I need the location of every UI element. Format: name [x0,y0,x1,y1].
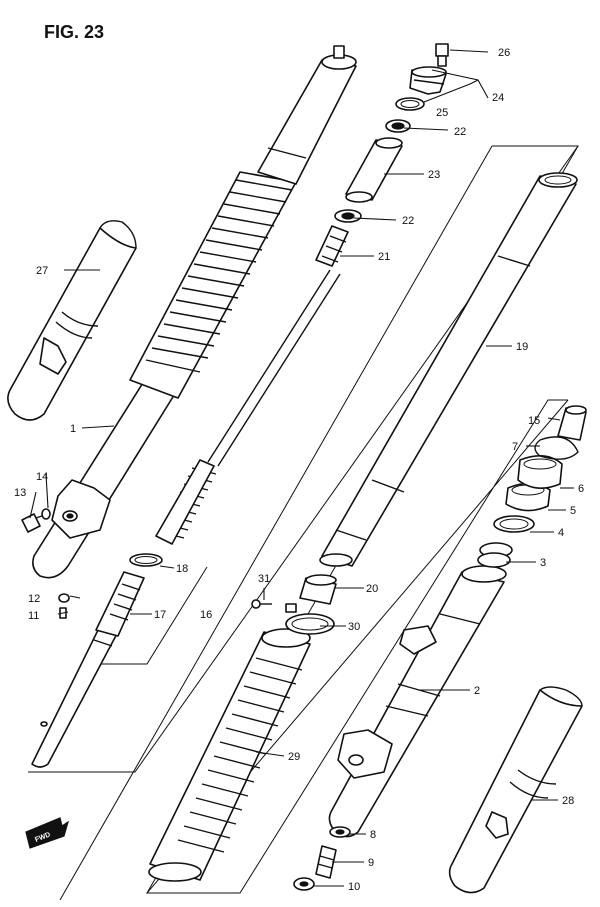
callout-4: 4 [558,527,564,539]
callout-17: 17 [154,609,166,621]
callout-3: 3 [540,557,546,569]
callout-9: 9 [368,857,374,869]
part-10-washer [293,877,315,891]
callout-26: 26 [498,47,510,59]
part-7-snap-ring [534,436,579,460]
callout-16: 16 [200,609,212,621]
callout-10: 10 [348,881,360,893]
figure-title: FIG. 23 [44,22,104,42]
callout-27: 27 [36,265,48,277]
callout-24: 24 [492,92,504,104]
fork-spring [155,269,341,545]
part-18-piston-ring [129,553,163,567]
part-29-boot-ribs [177,657,303,853]
part-16-damper-rod [31,621,121,768]
part-23-spacer-tube [345,137,403,203]
callout-15: 15 [528,415,540,427]
part-3-bushing [477,542,513,568]
fork-spring-coils [155,459,217,545]
part-27-fork-cover-left [7,220,137,421]
part-24-cap-bolt [409,66,447,95]
callout-12: 12 [28,593,40,605]
part-31-clamp-screw [251,599,272,609]
part-15-cap [557,405,587,441]
leader-lines [29,49,574,887]
callout-23: 23 [428,169,440,181]
part-1-outer-tube-left [32,45,357,579]
callout-25: 25 [436,107,448,119]
part-14-washer [41,508,51,520]
part-26-air-valve [435,43,449,67]
callout-20: 20 [366,583,378,595]
part-6-dust-seal [517,455,563,489]
callout-numbers: 26 24 25 22 23 22 21 19 27 1 14 13 18 17… [14,47,584,893]
part-25-o-ring [395,97,425,111]
callout-11: 11 [28,610,39,622]
callout-2: 2 [474,685,480,697]
callout-21: 21 [378,251,390,263]
forward-arrow-icon: FWD [25,817,70,849]
callout-19: 19 [516,341,528,353]
part-22-washer-lower [334,209,362,223]
callout-8: 8 [370,829,376,841]
callout-7: 7 [512,441,518,453]
callout-13: 13 [14,487,26,499]
callout-31: 31 [258,573,270,585]
callout-22-lower: 22 [402,215,414,227]
part-1-boot-ribs [145,179,293,373]
callout-5: 5 [570,505,576,517]
callout-1: 1 [70,423,76,435]
callout-14: 14 [36,471,48,483]
part-21-spring-spacer [315,225,349,267]
part-30-boot-clamp [285,603,335,635]
callout-22-upper: 22 [454,126,466,138]
part-29-fork-boot [148,628,311,882]
part-28-fork-cover-right [448,686,583,894]
part-20-bushing [299,574,337,605]
part-17-rebound-spring [95,571,145,637]
callout-30: 30 [348,621,360,633]
part-4-spacer-ring [493,515,535,533]
part-8-gasket [329,826,351,838]
callout-28: 28 [562,795,574,807]
callout-6: 6 [578,483,584,495]
part-2-outer-tube-right [328,565,507,838]
part-22-washer-upper [385,119,411,133]
callout-29: 29 [288,751,300,763]
part-19-inner-tube-right [319,172,578,567]
callout-18: 18 [176,563,188,575]
part-9-damper-bolt [315,845,337,879]
part-12-washer [58,593,70,603]
